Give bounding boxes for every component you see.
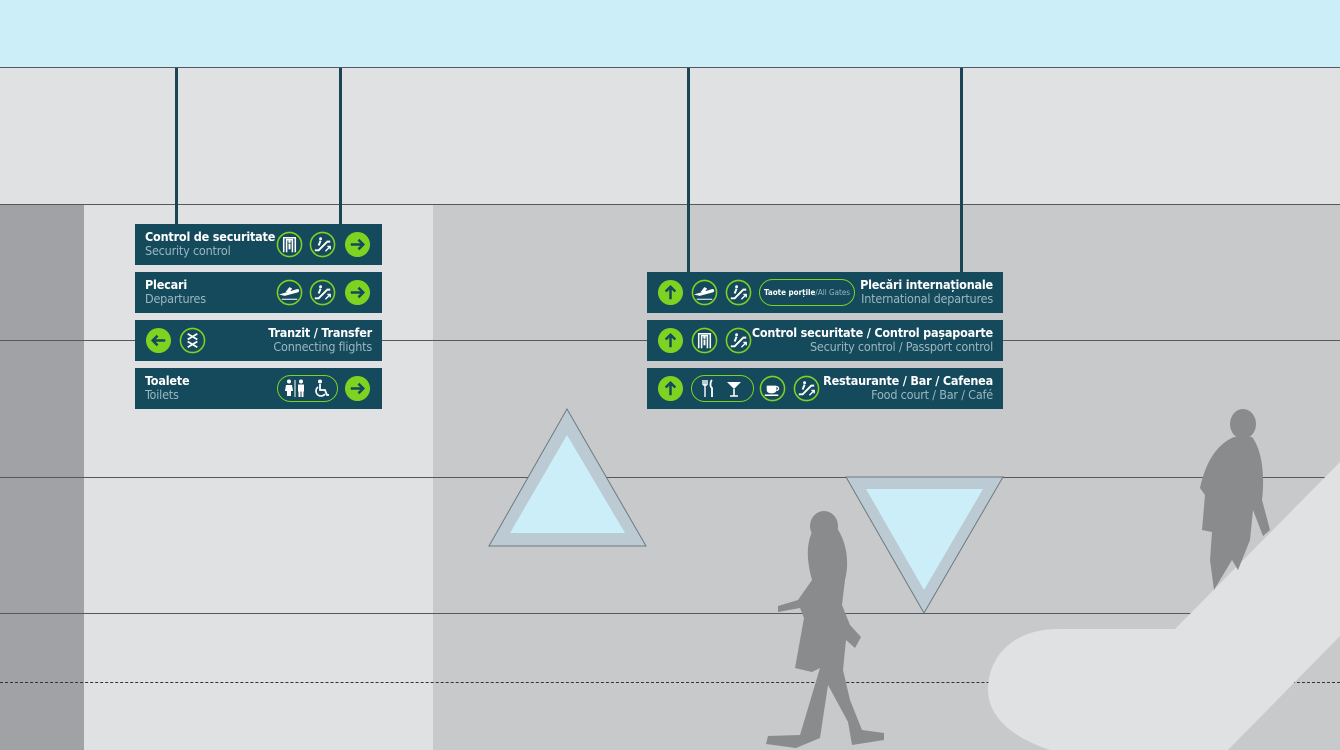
sign-secondary-label: Connecting flights <box>273 339 372 354</box>
sign-rope-3 <box>687 68 690 272</box>
arrow-right-icon <box>344 375 371 402</box>
sign-international-departures: Taote porțile / All Gates Plecări intern… <box>647 272 1003 313</box>
gates-secondary-label: All Gates <box>817 288 851 297</box>
sign-rope-1 <box>175 68 178 224</box>
sign-rope-4 <box>960 68 963 272</box>
escalator-up-icon <box>793 375 820 402</box>
wall-line-2 <box>0 477 1340 478</box>
triangle-window-down <box>845 476 1004 615</box>
plane-departure-icon <box>691 279 718 306</box>
sky-band <box>0 0 1340 67</box>
ceiling <box>0 68 1340 204</box>
sign-secondary-label: Toilets <box>145 387 179 402</box>
woman-silhouette <box>766 511 884 748</box>
gates-primary-label: Taote porțile <box>763 288 816 297</box>
transfer-icon <box>179 327 206 354</box>
food-bar-pill <box>691 375 754 402</box>
wheelchair-icon <box>315 379 329 397</box>
plane-departure-icon <box>276 279 303 306</box>
sign-security-passport-control: Control securitate / Control pașapoarte … <box>647 320 1003 361</box>
sign-secondary-label: Food court / Bar / Café <box>871 387 993 402</box>
all-gates-pill: Taote porțile / All Gates <box>759 279 855 306</box>
sign-secondary-label: Departures <box>145 291 206 306</box>
sign-secondary-label: Security control / Passport control <box>809 339 993 354</box>
arrow-left-icon <box>145 327 172 354</box>
sign-transfer: Tranzit / Transfer Connecting flights <box>135 320 382 361</box>
sign-security-control: Control de securitate Security control <box>135 224 382 265</box>
sign-secondary-label: Security control <box>145 243 231 258</box>
triangle-window-up <box>488 407 647 547</box>
arrow-right-icon <box>344 279 371 306</box>
man-silhouette <box>1200 409 1270 590</box>
escalator-up-icon <box>309 279 336 306</box>
floor-dashed-line <box>0 682 1340 683</box>
sign-departures: Plecari Departures <box>135 272 382 313</box>
coffee-icon <box>759 375 786 402</box>
toilets-icon <box>285 379 304 397</box>
arrow-up-icon <box>657 375 684 402</box>
sign-primary-label: Control de securitate <box>145 229 276 244</box>
arrow-up-icon <box>657 327 684 354</box>
security-gate-icon <box>691 327 718 354</box>
sign-primary-label: Restaurante / Bar / Cafenea <box>823 373 993 388</box>
wall-line-3 <box>0 613 1340 614</box>
sign-secondary-label: International departures <box>861 291 993 306</box>
sign-primary-label: Control securitate / Control pașapoarte <box>751 325 993 340</box>
arrow-up-icon <box>657 279 684 306</box>
ceiling-edge <box>0 67 1340 68</box>
cutlery-icon <box>702 379 713 397</box>
gates-separator: / <box>815 288 818 297</box>
sign-primary-label: Toalete <box>145 373 190 388</box>
sign-restaurants: Restaurante / Bar / Cafenea Food court /… <box>647 368 1003 409</box>
cocktail-icon <box>727 382 741 397</box>
escalator-up-icon <box>725 279 752 306</box>
sign-primary-label: Tranzit / Transfer <box>268 325 372 340</box>
arrow-right-icon <box>344 231 371 258</box>
toilets-pill <box>277 375 338 402</box>
sign-rope-2 <box>339 68 342 224</box>
ceiling-line <box>0 204 1340 205</box>
escalator-up-icon <box>725 327 752 354</box>
sign-toilets: Toalete Toilets <box>135 368 382 409</box>
sign-primary-label: Plecări internaționale <box>860 277 993 292</box>
sign-primary-label: Plecari <box>145 277 187 292</box>
escalator-shape <box>988 462 1340 750</box>
escalator-up-icon <box>309 231 336 258</box>
security-gate-icon <box>276 231 303 258</box>
